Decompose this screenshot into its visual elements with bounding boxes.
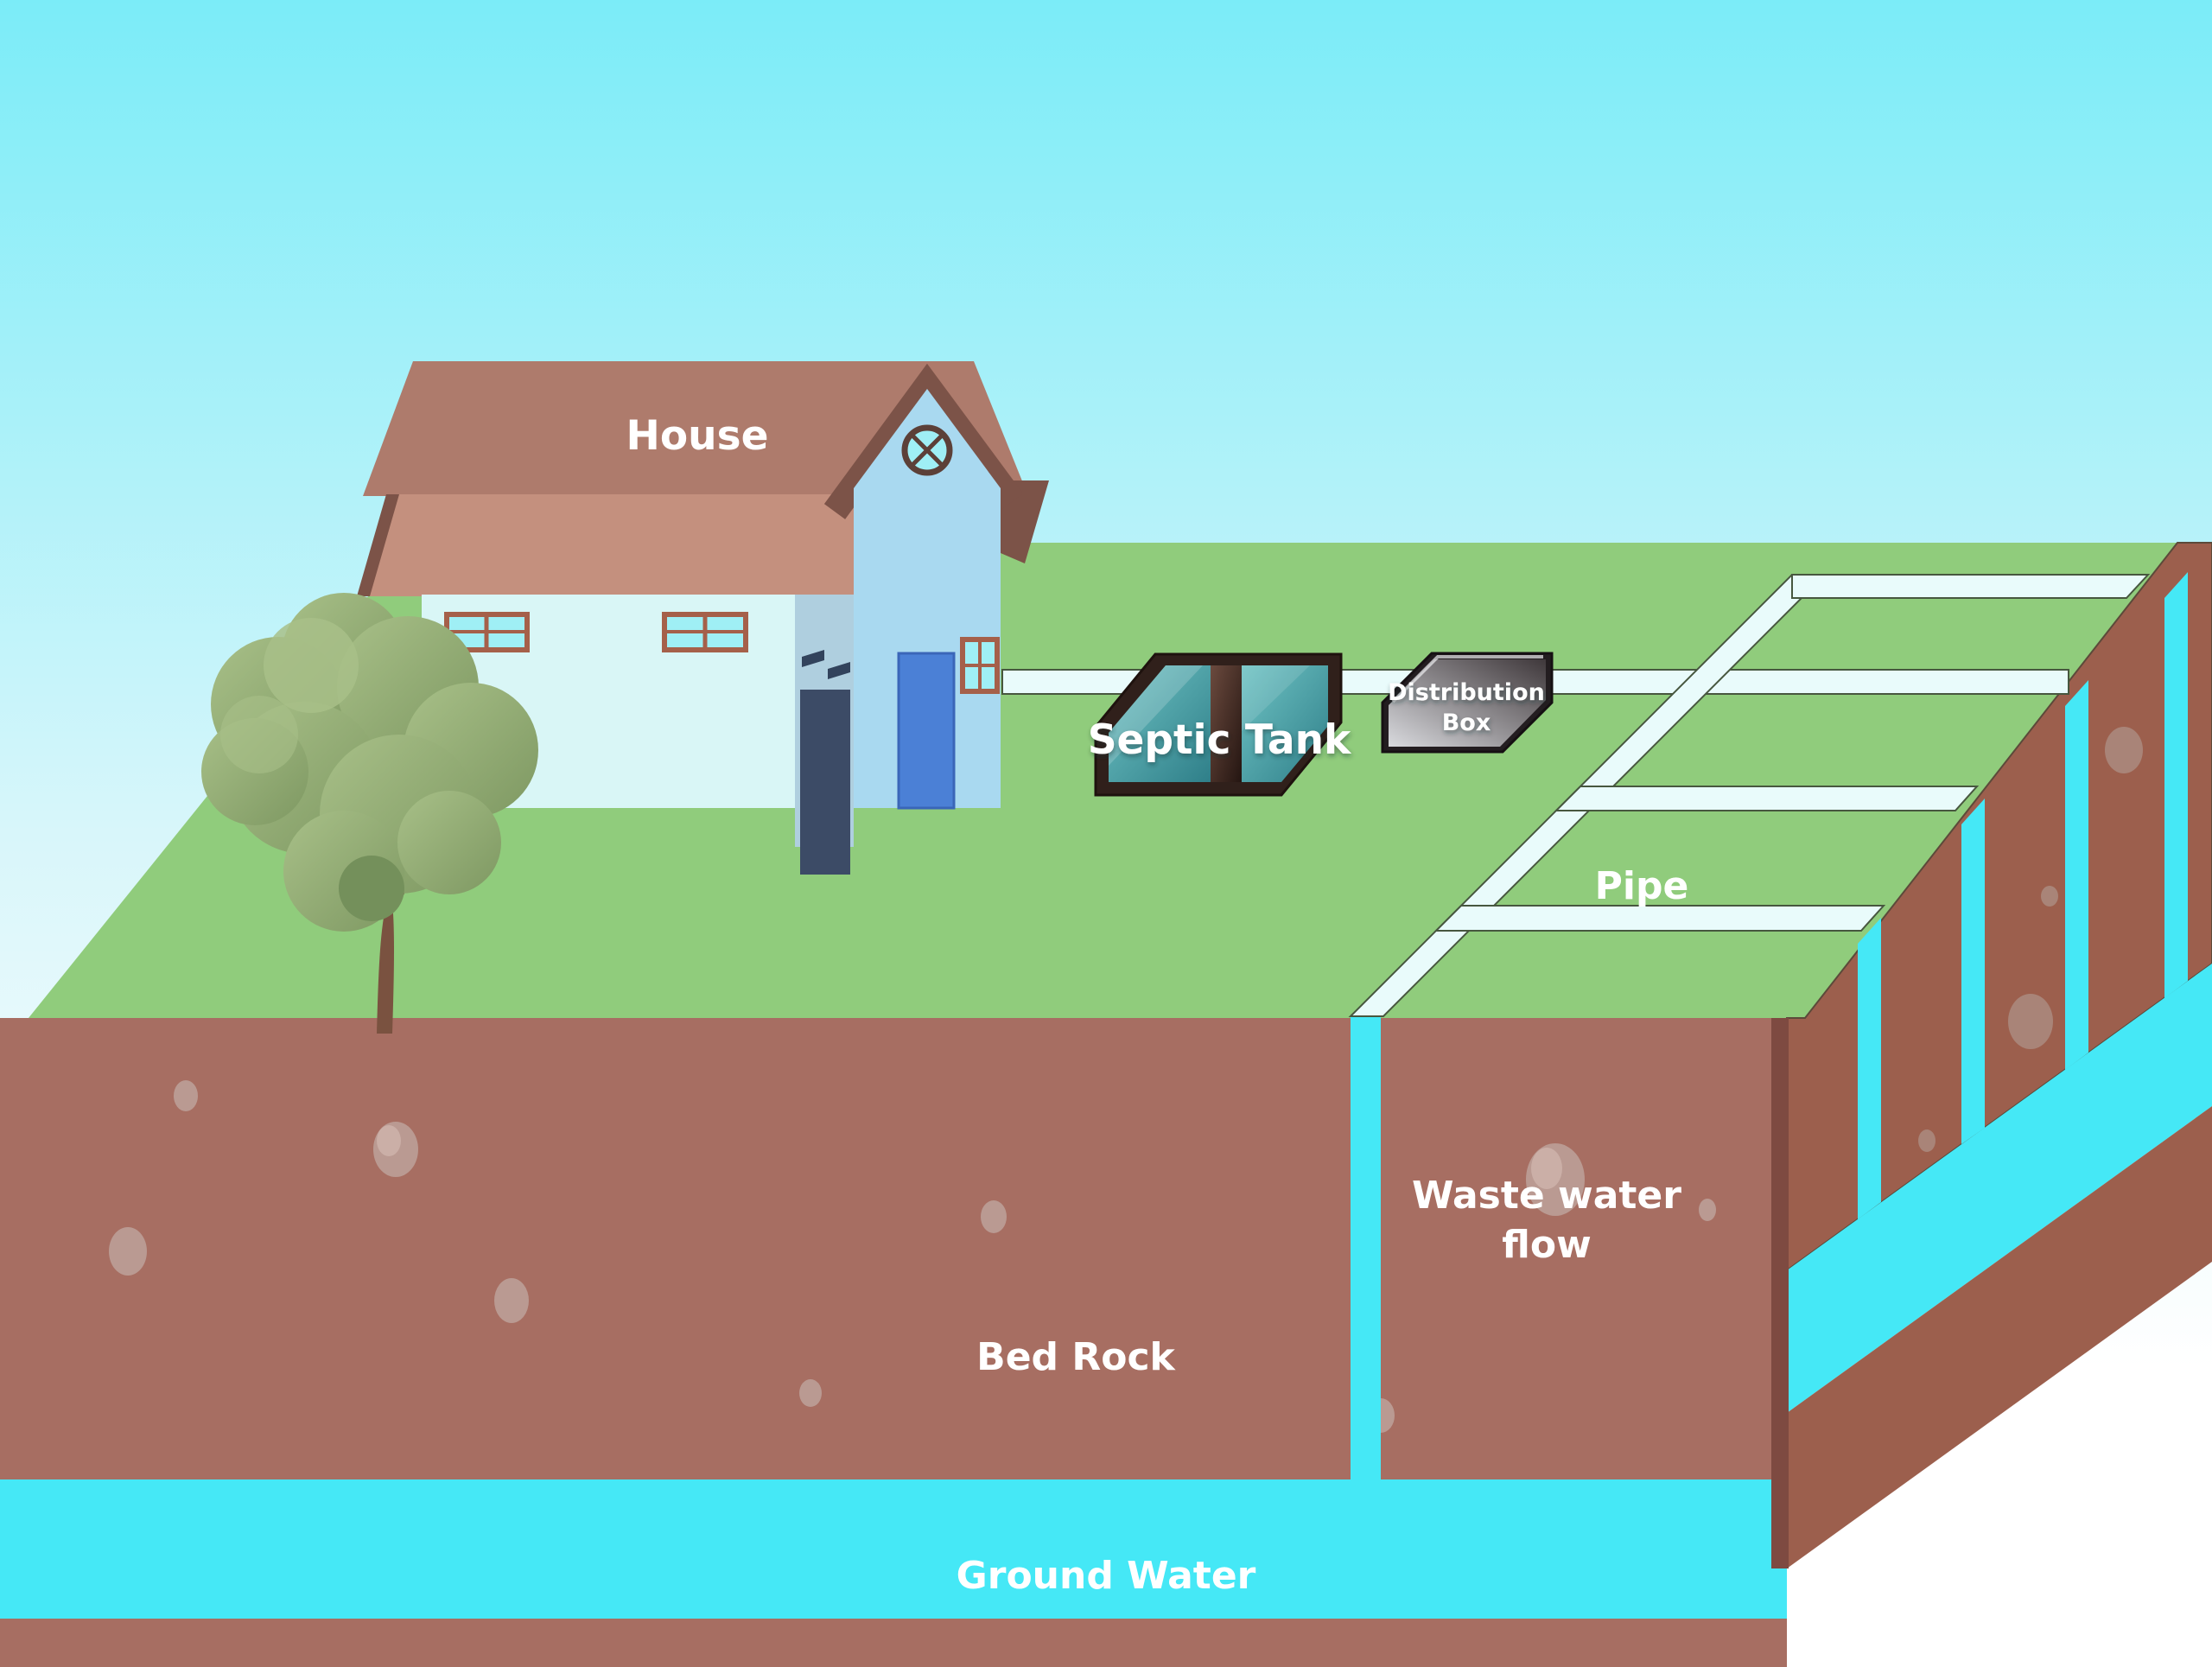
trench-channel-4 xyxy=(1858,918,1881,1219)
cut-seam-shadow xyxy=(1771,1018,1789,1568)
distribution-box-label-line1: Distribution xyxy=(1388,679,1545,706)
tree xyxy=(201,593,538,1034)
distribution-box xyxy=(1381,652,1554,754)
trench-channel-3 xyxy=(1961,799,1985,1144)
canopy-highlight xyxy=(220,696,298,773)
septic-tank-sheen-left xyxy=(1109,665,1203,766)
stone-highlight xyxy=(1531,1148,1562,1189)
diagonal-cut-section xyxy=(1771,542,2212,1568)
septic-tank-divider xyxy=(1211,665,1242,782)
canopy-shade xyxy=(339,856,404,921)
house-label: House xyxy=(626,412,769,460)
attic-window-bar xyxy=(911,434,944,467)
waste-water-channel-front xyxy=(1351,1016,1381,1479)
gable-roof xyxy=(823,363,1024,519)
bedrock-front-face xyxy=(0,1018,1787,1479)
front-roof-left-eave xyxy=(357,494,399,596)
stone xyxy=(2041,886,2058,907)
garage-door xyxy=(800,690,850,875)
septic-tank-sheen-right xyxy=(1242,665,1310,731)
branch-pipe-1 xyxy=(1791,574,2151,599)
gable-wall xyxy=(854,389,1001,808)
garage-vent-slit xyxy=(828,662,850,679)
soil-below-water-cut-band xyxy=(1787,1106,2212,1568)
trench-channel-1 xyxy=(2164,572,2188,998)
branch-pipe-3 xyxy=(1554,786,1980,811)
stone xyxy=(1699,1199,1716,1221)
stone xyxy=(981,1200,1007,1233)
waste-water-label-line2: flow xyxy=(1502,1223,1592,1267)
stone xyxy=(799,1379,822,1407)
soil-below-water-front xyxy=(0,1619,1787,1667)
stone xyxy=(1918,1129,1936,1152)
ground-water-cut-band xyxy=(1787,964,2212,1413)
septic-tank-label: Septic Tank xyxy=(1088,716,1352,764)
canopy-blob xyxy=(397,791,501,894)
trench-channel-2 xyxy=(2065,680,2088,1070)
distribution-box-label-line2: Box xyxy=(1442,709,1491,736)
tree-trunk xyxy=(377,888,394,1034)
front-cross-section xyxy=(0,1016,1787,1667)
labels: House Septic Tank Distribution Box Pipe … xyxy=(626,412,1689,1598)
cut-stones xyxy=(1918,727,2143,1152)
distribution-box-face xyxy=(1389,659,1546,747)
stone xyxy=(2008,994,2053,1049)
stone xyxy=(109,1227,147,1276)
canopy-highlight xyxy=(264,618,359,713)
stone xyxy=(2105,727,2143,773)
waste-water-label-line1: Waste water xyxy=(1412,1174,1681,1218)
house-front-roof xyxy=(370,494,873,596)
branch-pipe-4 xyxy=(1433,905,1886,932)
stone xyxy=(494,1278,529,1323)
septic-tank xyxy=(1094,652,1343,797)
front-door xyxy=(897,652,956,810)
stone-highlight xyxy=(377,1125,401,1156)
house xyxy=(357,361,1049,875)
ground-water-layer xyxy=(0,1479,1787,1619)
septic-tank-cell-right xyxy=(1242,665,1328,782)
pipe-label: Pipe xyxy=(1595,864,1689,908)
door-side-window xyxy=(960,637,1000,694)
distribution-box-highlight xyxy=(1391,655,1543,703)
ground-water-label: Ground Water xyxy=(957,1554,1256,1598)
stone xyxy=(174,1080,198,1111)
front-window-right xyxy=(662,612,748,652)
garage-vent-slit xyxy=(802,650,824,667)
bed-rock-label: Bed Rock xyxy=(976,1335,1176,1379)
septic-tank-cell-left xyxy=(1109,665,1211,782)
